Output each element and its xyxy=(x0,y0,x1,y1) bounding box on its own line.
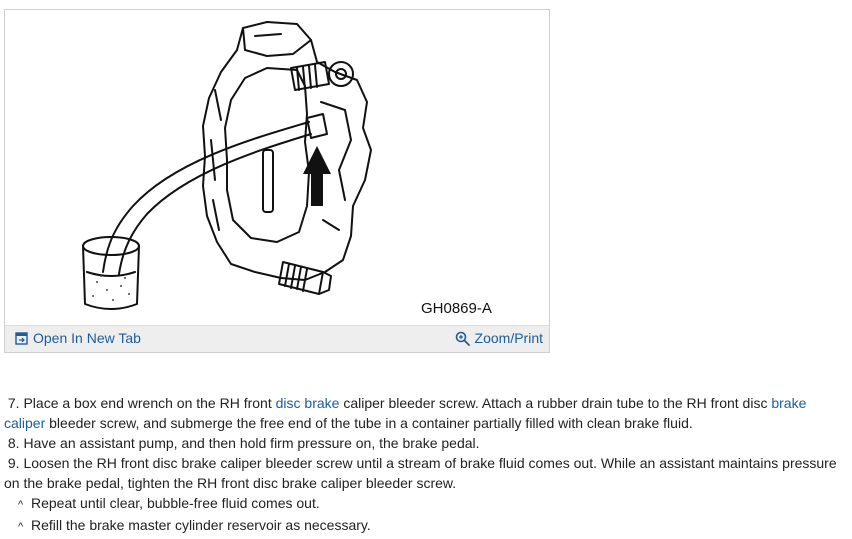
substep-2: ^Refill the brake master cylinder reserv… xyxy=(18,517,371,533)
figure-code: GH0869-A xyxy=(421,300,492,317)
zoom-print-link[interactable]: Zoom/Print xyxy=(455,330,543,346)
open-in-new-tab-label: Open In New Tab xyxy=(33,330,141,346)
step-7: 7. Place a box end wrench on the RH fron… xyxy=(4,395,807,431)
zoom-print-label: Zoom/Print xyxy=(474,330,543,346)
disc-brake-link[interactable]: disc brake xyxy=(275,395,340,411)
step-9: 9. Loosen the RH front disc brake calipe… xyxy=(4,455,837,491)
brake-caliper-bleeding-diagram xyxy=(82,21,372,310)
illustration-figure: GH0869-A Open In New Tab Zoom/Print xyxy=(4,9,550,353)
figure-toolbar: Open In New Tab Zoom/Print xyxy=(5,325,549,352)
brake-caliper-link[interactable]: brake caliper xyxy=(4,395,807,431)
zoom-magnifier-icon xyxy=(455,331,470,346)
procedure-text: 7. Place a box end wrench on the RH fron… xyxy=(4,393,850,537)
substep-1: ^Repeat until clear, bubble-free fluid c… xyxy=(18,495,320,511)
open-in-new-tab-link[interactable]: Open In New Tab xyxy=(15,330,141,346)
open-in-new-tab-icon xyxy=(15,331,28,345)
step-8: 8. Have an assistant pump, and then hold… xyxy=(7,435,480,451)
